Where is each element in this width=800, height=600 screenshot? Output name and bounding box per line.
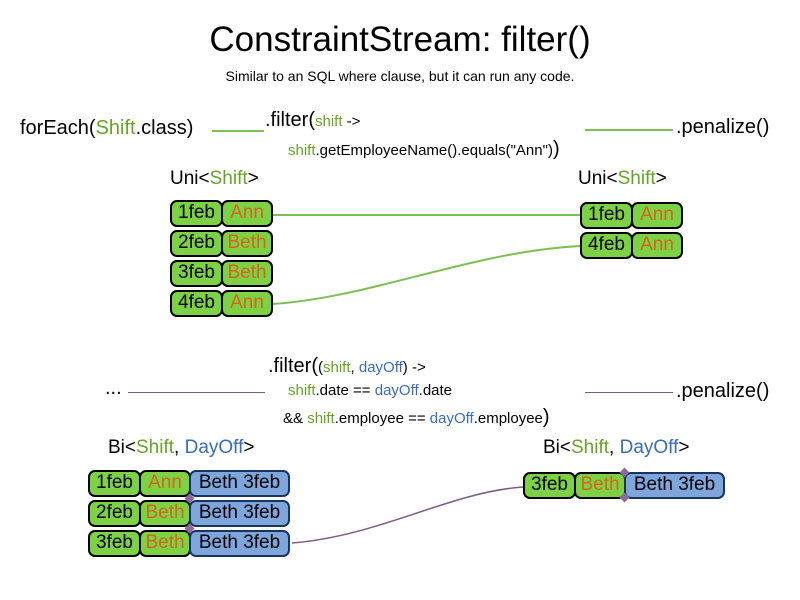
cond-text: .date == — [315, 382, 375, 399]
label-post: > — [247, 168, 259, 189]
date-cell: 4feb — [170, 290, 223, 317]
label-shift: Shift — [617, 168, 656, 189]
bi-label-left: Bi<Shift, DayOff> — [108, 437, 254, 459]
date-cell: 2feb — [88, 500, 141, 527]
uni-shift-label-right: Uni<Shift> — [578, 168, 667, 190]
bi-label-right: Bi<Shift, DayOff> — [543, 437, 689, 459]
shift-class-token: Shift — [95, 117, 136, 139]
name-cell: Beth — [139, 500, 191, 527]
and-operator: && — [283, 410, 308, 427]
date-cell: 3feb — [523, 472, 576, 499]
name-cell: Beth — [139, 530, 191, 557]
label-sep: , — [609, 437, 620, 458]
date-cell: 1feb — [88, 470, 141, 497]
filter-call-2: .filter((shift, dayOff) -> — [268, 355, 426, 378]
dayoff-cell: Beth 3feb — [189, 470, 290, 497]
filter-name: .filter( — [265, 109, 315, 131]
date-cell: 1feb — [580, 202, 633, 229]
lambda-param-dayoff: dayOff — [358, 359, 403, 376]
lambda-arrow: -> — [407, 359, 426, 376]
label-pre: Uni< — [578, 168, 618, 189]
shift-token: shift — [288, 382, 316, 399]
stream-line-1 — [212, 130, 264, 132]
stream-line-4 — [585, 392, 673, 393]
label-shift: Shift — [571, 437, 610, 458]
name-cell: Ann — [139, 470, 191, 497]
name-cell: Beth — [574, 472, 626, 499]
date-cell: 3feb — [88, 530, 141, 557]
shift-token: shift — [307, 410, 335, 427]
lambda-param-shift: shift — [323, 359, 351, 376]
lambda-body-param: shift — [288, 142, 316, 159]
cond-text: .employee — [473, 410, 543, 427]
label-dayoff: DayOff — [184, 437, 244, 458]
dayoff-cell: Beth 3feb — [189, 500, 290, 527]
penalize-call-2: .penalize() — [676, 380, 770, 402]
close-paren: ) — [402, 359, 408, 376]
penalize-call-1: .penalize() — [676, 116, 770, 138]
label-dayoff: DayOff — [619, 437, 679, 458]
dayoff-cell: Beth 3feb — [189, 530, 290, 557]
foreach-post: .class) — [135, 117, 194, 139]
open-paren: ( — [318, 359, 323, 376]
label-post: > — [678, 437, 690, 458]
uni-shift-label-left: Uni<Shift> — [170, 168, 259, 190]
date-cell: 3feb — [170, 260, 223, 287]
dayoff-cell: Beth 3feb — [624, 472, 725, 499]
filter-call-1: .filter(shift -> — [265, 109, 360, 132]
label-pre: Uni< — [170, 168, 210, 189]
name-cell: Beth — [221, 230, 273, 257]
stream-line-2 — [585, 129, 673, 131]
page-subtitle: Similar to an SQL where clause, but it c… — [225, 68, 575, 84]
connector-4feb-line — [271, 245, 581, 305]
lambda-close-paren: ) — [542, 406, 550, 428]
filter-name: .filter( — [268, 355, 318, 377]
dayoff-token: dayOff — [374, 382, 419, 399]
label-sep: , — [174, 437, 185, 458]
name-cell: Beth — [221, 260, 273, 287]
label-pre: Bi< — [543, 437, 571, 458]
name-cell: Ann — [221, 290, 273, 317]
connector-bi-line — [291, 486, 524, 544]
comma: , — [350, 359, 359, 376]
label-shift: Shift — [209, 168, 248, 189]
label-post: > — [243, 437, 255, 458]
label-post: > — [655, 168, 667, 189]
date-cell: 4feb — [580, 232, 633, 259]
cond-text: .employee == — [334, 410, 430, 427]
lambda-cond-1: shift.date == dayOff.date — [288, 382, 452, 399]
ellipsis: ... — [105, 377, 122, 399]
name-cell: Ann — [221, 200, 273, 227]
lambda-body-1: shift.getEmployeeName().equals("Ann")) — [288, 138, 560, 161]
name-cell: Ann — [631, 232, 683, 259]
label-shift: Shift — [136, 437, 175, 458]
lambda-body-expr: .getEmployeeName().equals("Ann") — [315, 142, 553, 159]
lambda-arrow: -> — [342, 113, 361, 130]
name-cell: Ann — [631, 202, 683, 229]
foreach-pre: forEach( — [20, 117, 96, 139]
date-cell: 1feb — [170, 200, 223, 227]
label-pre: Bi< — [108, 437, 136, 458]
page-title: ConstraintStream: filter() — [209, 20, 591, 59]
lambda-close-paren: ) — [552, 138, 560, 160]
lambda-param: shift — [315, 113, 343, 130]
date-cell: 2feb — [170, 230, 223, 257]
stream-line-3 — [128, 392, 265, 393]
cond-text: .date — [418, 382, 453, 399]
dayoff-token: dayOff — [429, 410, 474, 427]
foreach-call: forEach(Shift.class) — [20, 117, 193, 140]
lambda-cond-2: && shift.employee == dayOff.employee) — [283, 406, 550, 429]
